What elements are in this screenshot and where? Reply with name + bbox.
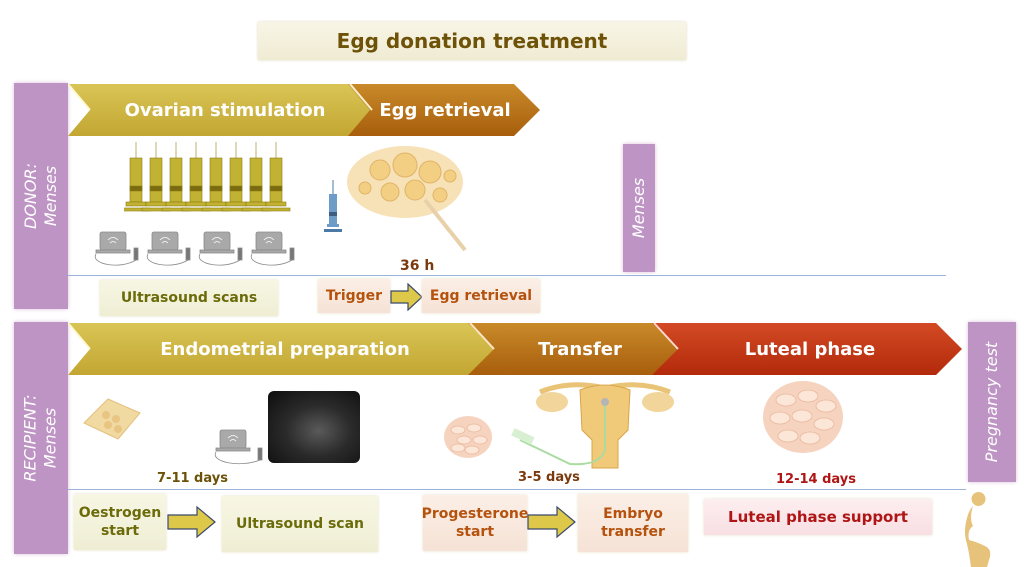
step-embryo-transfer-line2: transfer: [601, 524, 665, 540]
step-luteal-phase-support: Luteal phase support: [704, 499, 932, 535]
syringe-icon: [161, 142, 191, 212]
step-oestrogen-start-line1: Oestrogen: [78, 505, 162, 521]
syringe-icon: [124, 142, 151, 212]
step-egg-retrieval: Egg retrieval: [422, 279, 540, 313]
recipient-sidebar-label: RECIPIENT:: [21, 394, 41, 482]
step-progesterone-start-line2: start: [455, 524, 495, 540]
phase-egg-retrieval: Egg retrieval: [379, 99, 511, 121]
step-trigger: Trigger: [318, 279, 390, 313]
donor-phase-arrows: [68, 83, 540, 136]
pregnant-woman-icon: [965, 492, 991, 567]
step-progesterone-start-line1: Progesterone: [421, 506, 529, 522]
pills-icon: [444, 416, 492, 458]
phase-transfer: Transfer: [538, 338, 622, 360]
recipient-sidebar-sublabel: Menses: [41, 407, 61, 469]
phase-luteal-shape: [652, 323, 962, 375]
syringe-icon: [141, 142, 171, 212]
donor-menses-bar: Menses: [623, 144, 655, 272]
recipient-phase-arrows: [68, 322, 962, 375]
ultrasound-machine-icon: [94, 231, 139, 266]
arrow-right-icon: [167, 505, 216, 539]
recipient-sidebar: RECIPIENT: Menses: [14, 322, 68, 554]
recipient-timeline-divider: [68, 489, 966, 490]
duration-luteal: 12-14 days: [776, 472, 856, 487]
syringe-icon: [181, 142, 211, 212]
step-oestrogen-start: Oestrogen start: [74, 494, 166, 550]
step-progesterone-start: Progesterone start: [421, 495, 529, 551]
phase-endometrial-preparation-shape: [68, 323, 502, 375]
syringe-icon: [261, 142, 291, 212]
diagram-title: Egg donation treatment: [258, 22, 686, 60]
donor-sidebar-label: DONOR:: [21, 163, 41, 229]
ultrasound-machine-icon: [198, 231, 243, 266]
step-ultrasound-scan: Ultrasound scan: [222, 496, 378, 552]
phase-egg-retrieval-shape: [348, 84, 540, 136]
follicles-icon: [347, 146, 467, 252]
pills-icon: [763, 381, 843, 453]
phase-luteal: Luteal phase: [744, 338, 876, 360]
step-oestrogen-start-line2: start: [100, 523, 140, 539]
donor-sidebar-sublabel: Menses: [41, 165, 61, 227]
phase-ovarian-stimulation: Ovarian stimulation: [124, 99, 326, 121]
phase-transfer-shape: [468, 323, 686, 375]
arrow-right-icon: [527, 505, 576, 539]
duration-endometrial: 7-11 days: [157, 471, 228, 486]
arrow-right-icon: [390, 283, 423, 311]
donor-sidebar: DONOR: Menses: [14, 83, 68, 309]
pregnancy-test-label: Pregnancy test: [982, 341, 1002, 463]
donor-menses-label: Menses: [629, 177, 648, 239]
ultrasound-machine-icon: [146, 231, 191, 266]
syringe-icons: [124, 142, 291, 212]
step-embryo-transfer: Embryo transfer: [578, 494, 688, 552]
ultrasound-machine-icon: [250, 231, 295, 266]
step-embryo-transfer-line1: Embryo: [603, 506, 663, 522]
syringe-icon: [221, 142, 251, 212]
interval-label: 36 h: [400, 258, 435, 274]
pill-blister-icon: [83, 398, 141, 440]
ultrasound-machine-icons: [94, 231, 295, 266]
pregnancy-test-bar: Pregnancy test: [968, 322, 1016, 482]
ultrasound-machine-icon: [214, 429, 263, 465]
ultrasound-image-icon: [268, 391, 360, 463]
syringe-icon: [241, 142, 271, 212]
phase-endometrial-preparation: Endometrial preparation: [160, 338, 410, 360]
phase-ovarian-stimulation-shape: [68, 84, 384, 136]
donor-timeline-divider: [68, 275, 946, 276]
syringe-icon: [201, 142, 231, 212]
step-ultrasound-scans: Ultrasound scans: [100, 280, 278, 316]
duration-transfer: 3-5 days: [518, 470, 580, 485]
uterus-icon: [511, 382, 674, 469]
trigger-syringe-icon: [324, 180, 342, 232]
